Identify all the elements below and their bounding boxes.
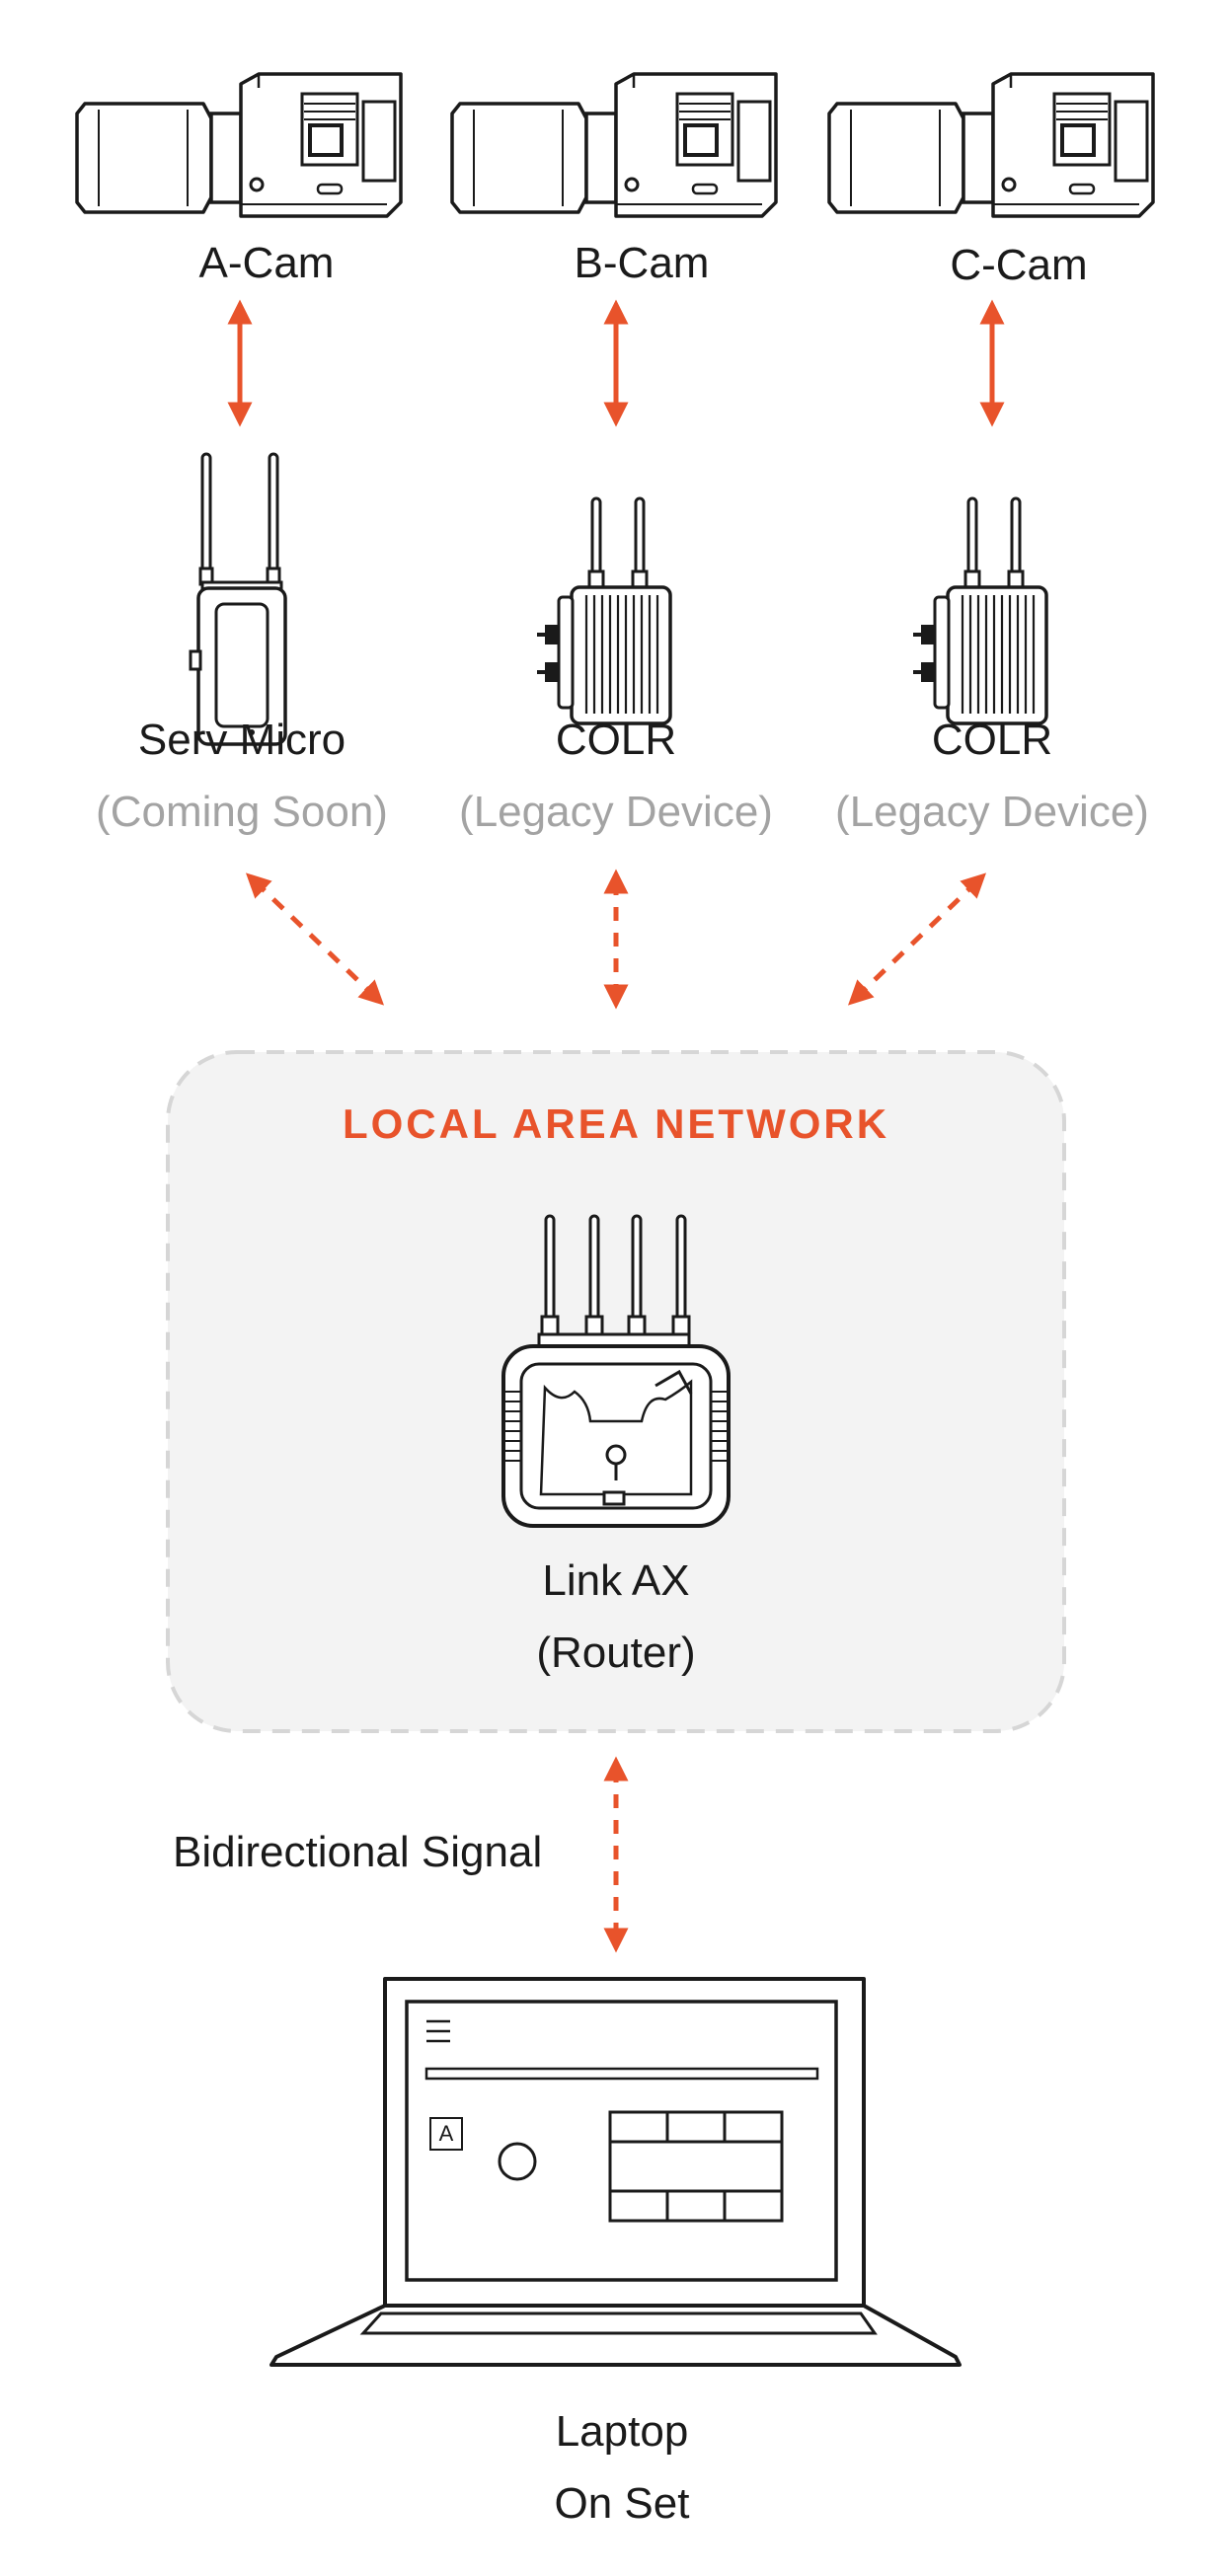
router-icon	[501, 1214, 731, 1528]
camera-label-a: A-Cam	[198, 239, 335, 287]
camera-label-c: C-Cam	[950, 241, 1088, 289]
camera-link-arrows	[227, 299, 1005, 427]
dashed-arrow-c	[847, 872, 987, 1006]
screen-badge: A	[429, 2117, 463, 2151]
transmitter-note-3: (Legacy Device)	[835, 788, 1149, 836]
camera-label-b: B-Cam	[574, 239, 710, 287]
router-note: (Router)	[536, 1629, 696, 1677]
cinema-camera-icon	[75, 72, 403, 218]
transmitter-note-2: (Legacy Device)	[459, 788, 773, 836]
router-name: Link AX	[542, 1556, 690, 1605]
colr-device-icon	[911, 496, 1048, 725]
transmitter-name-3: COLR	[931, 716, 1053, 764]
colr-device-icon	[535, 496, 672, 725]
dashed-arrow-a	[245, 872, 385, 1006]
transmitter-note-1: (Coming Soon)	[96, 788, 388, 836]
laptop-icon	[270, 1977, 962, 2367]
screen-circle	[498, 2142, 537, 2181]
screen-grid	[608, 2110, 784, 2223]
transmitter-name-1: Serv Micro	[137, 716, 346, 764]
lan-title: LOCAL AREA NETWORK	[342, 1100, 890, 1147]
transmitter-name-2: COLR	[555, 716, 677, 764]
signal-label: Bidirectional Signal	[173, 1828, 543, 1876]
screen-bar	[424, 2067, 819, 2081]
cinema-camera-icon	[827, 72, 1155, 218]
laptop-label-line2: On Set	[554, 2479, 690, 2528]
cinema-camera-icon	[450, 72, 778, 218]
serv-micro-icon	[189, 452, 287, 746]
lan-link-arrows	[245, 869, 987, 1010]
laptop-label-line1: Laptop	[555, 2407, 689, 2456]
